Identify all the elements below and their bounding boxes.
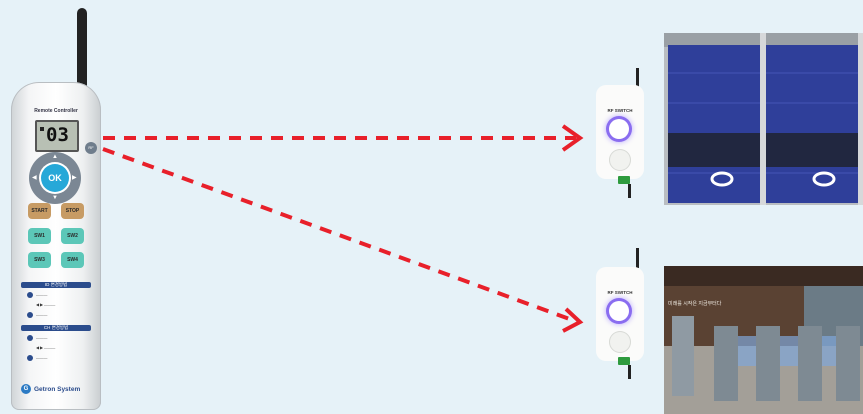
- speed-gate-illustration: [664, 266, 863, 414]
- sw1-button[interactable]: SW1: [28, 228, 51, 244]
- info-row: ———: [27, 335, 47, 343]
- terminal-connector: [618, 176, 630, 184]
- stop-button[interactable]: STOP: [61, 203, 84, 219]
- rf-switch-label: RF SWITCH: [607, 290, 633, 295]
- arrow-down-icon[interactable]: ▼: [52, 195, 58, 201]
- sw2-button[interactable]: SW2: [61, 228, 84, 244]
- rf-switch-top: RF SWITCH: [596, 85, 644, 179]
- ok-button[interactable]: OK: [41, 164, 69, 192]
- switch-press-button[interactable]: [609, 149, 631, 171]
- arrow-right-icon[interactable]: ▶: [72, 175, 77, 181]
- id-section-header: ID 변경방법: [21, 282, 91, 288]
- brand-logo-icon: G: [21, 384, 31, 395]
- info-row: ◀ ▶ ———: [36, 303, 56, 307]
- rapid-door-photo: [664, 33, 863, 205]
- lcd-channel-value: 03: [46, 124, 69, 146]
- rf-button[interactable]: RF: [85, 142, 97, 154]
- arrow-to-gate-line: [102, 147, 576, 323]
- direction-pad: ▲ ▼ ◀ ▶ OK: [29, 152, 81, 204]
- arrow-left-icon[interactable]: ◀: [32, 175, 37, 181]
- speed-gate-photo: 미래를 시작은 지금부터다: [664, 266, 863, 414]
- info-row: ———: [27, 312, 47, 320]
- remote-title: Remote Controller: [34, 108, 78, 114]
- terminal-connector: [618, 357, 630, 365]
- remote-antenna: [77, 8, 87, 88]
- start-button[interactable]: START: [28, 203, 51, 219]
- rapid-door-illustration: [664, 33, 863, 205]
- gate-wall-sign: 미래를 시작은 지금부터다: [668, 301, 722, 307]
- switch-bottom-antenna-wire: [636, 248, 639, 268]
- remote-controller: Remote Controller 03 RF ▲ ▼ ◀ ▶ OK START…: [11, 82, 101, 410]
- arrow-to-door-head: [561, 124, 584, 152]
- rf-switch-label: RF SWITCH: [607, 108, 633, 113]
- rf-switch-bottom: RF SWITCH: [596, 267, 644, 361]
- sw4-button[interactable]: SW4: [61, 252, 84, 268]
- lcd-indicator-icon: [40, 127, 44, 131]
- sw3-button[interactable]: SW3: [28, 252, 51, 268]
- switch-top-antenna-wire: [636, 68, 639, 88]
- status-ring-icon: [609, 301, 629, 321]
- ch-section-header: CH 변경방법: [21, 325, 91, 331]
- info-row: ———: [27, 355, 47, 363]
- arrow-up-icon[interactable]: ▲: [52, 154, 58, 160]
- info-row: ◀ ▶ ———: [36, 346, 56, 350]
- remote-lcd-display: 03: [35, 120, 79, 152]
- brand-name: Getron System: [34, 386, 81, 393]
- switch-top-cable: [628, 184, 631, 198]
- status-ring-icon: [609, 119, 629, 139]
- info-row: ———: [27, 292, 47, 300]
- arrow-to-gate-head: [562, 307, 584, 333]
- switch-bottom-cable: [628, 365, 631, 379]
- switch-press-button[interactable]: [609, 331, 631, 353]
